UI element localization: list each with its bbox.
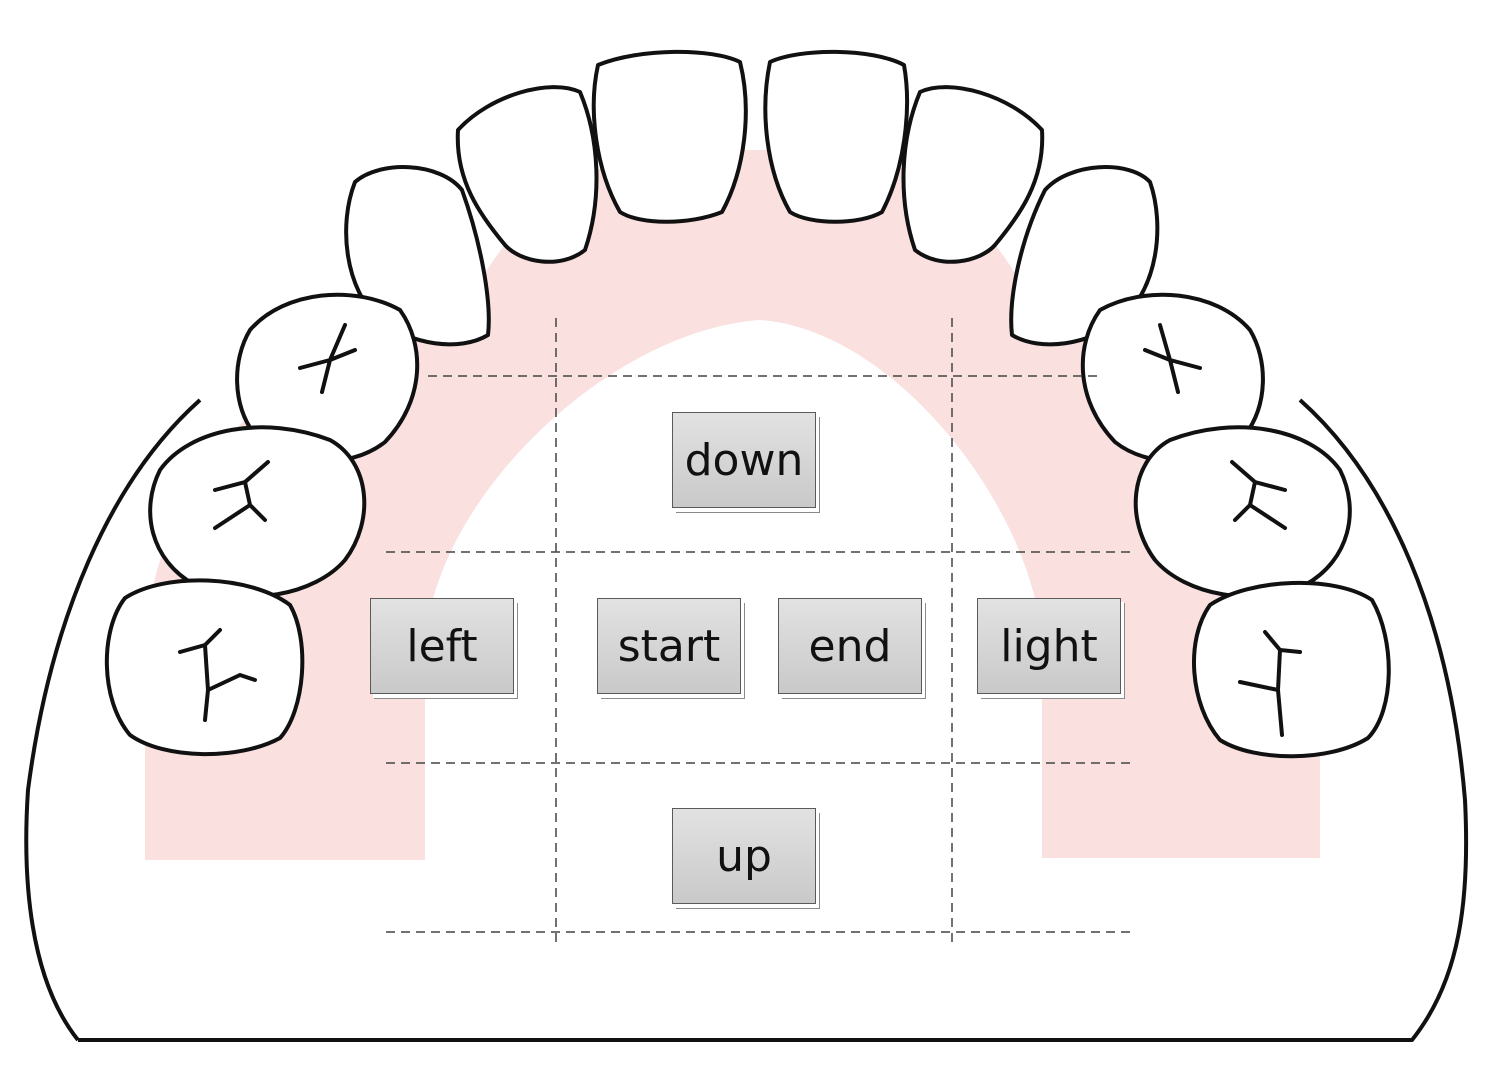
tooth-fissures <box>178 323 1302 737</box>
left-button[interactable]: left <box>370 598 514 694</box>
guide-grid <box>386 318 1130 948</box>
up-button[interactable]: up <box>672 808 816 904</box>
end-button[interactable]: end <box>778 598 922 694</box>
tooth-upper-molar-right <box>1192 580 1391 759</box>
tooth-upper-central-right <box>763 49 910 224</box>
down-button[interactable]: down <box>672 412 816 508</box>
start-button[interactable]: start <box>597 598 741 694</box>
light-button[interactable]: light <box>977 598 1121 694</box>
tooth-upper-lateral-right <box>901 85 1045 264</box>
jaw-outline <box>24 398 1469 1042</box>
tooth-upper-lateral-left <box>455 85 599 264</box>
tooth-upper-central-left <box>591 49 748 224</box>
